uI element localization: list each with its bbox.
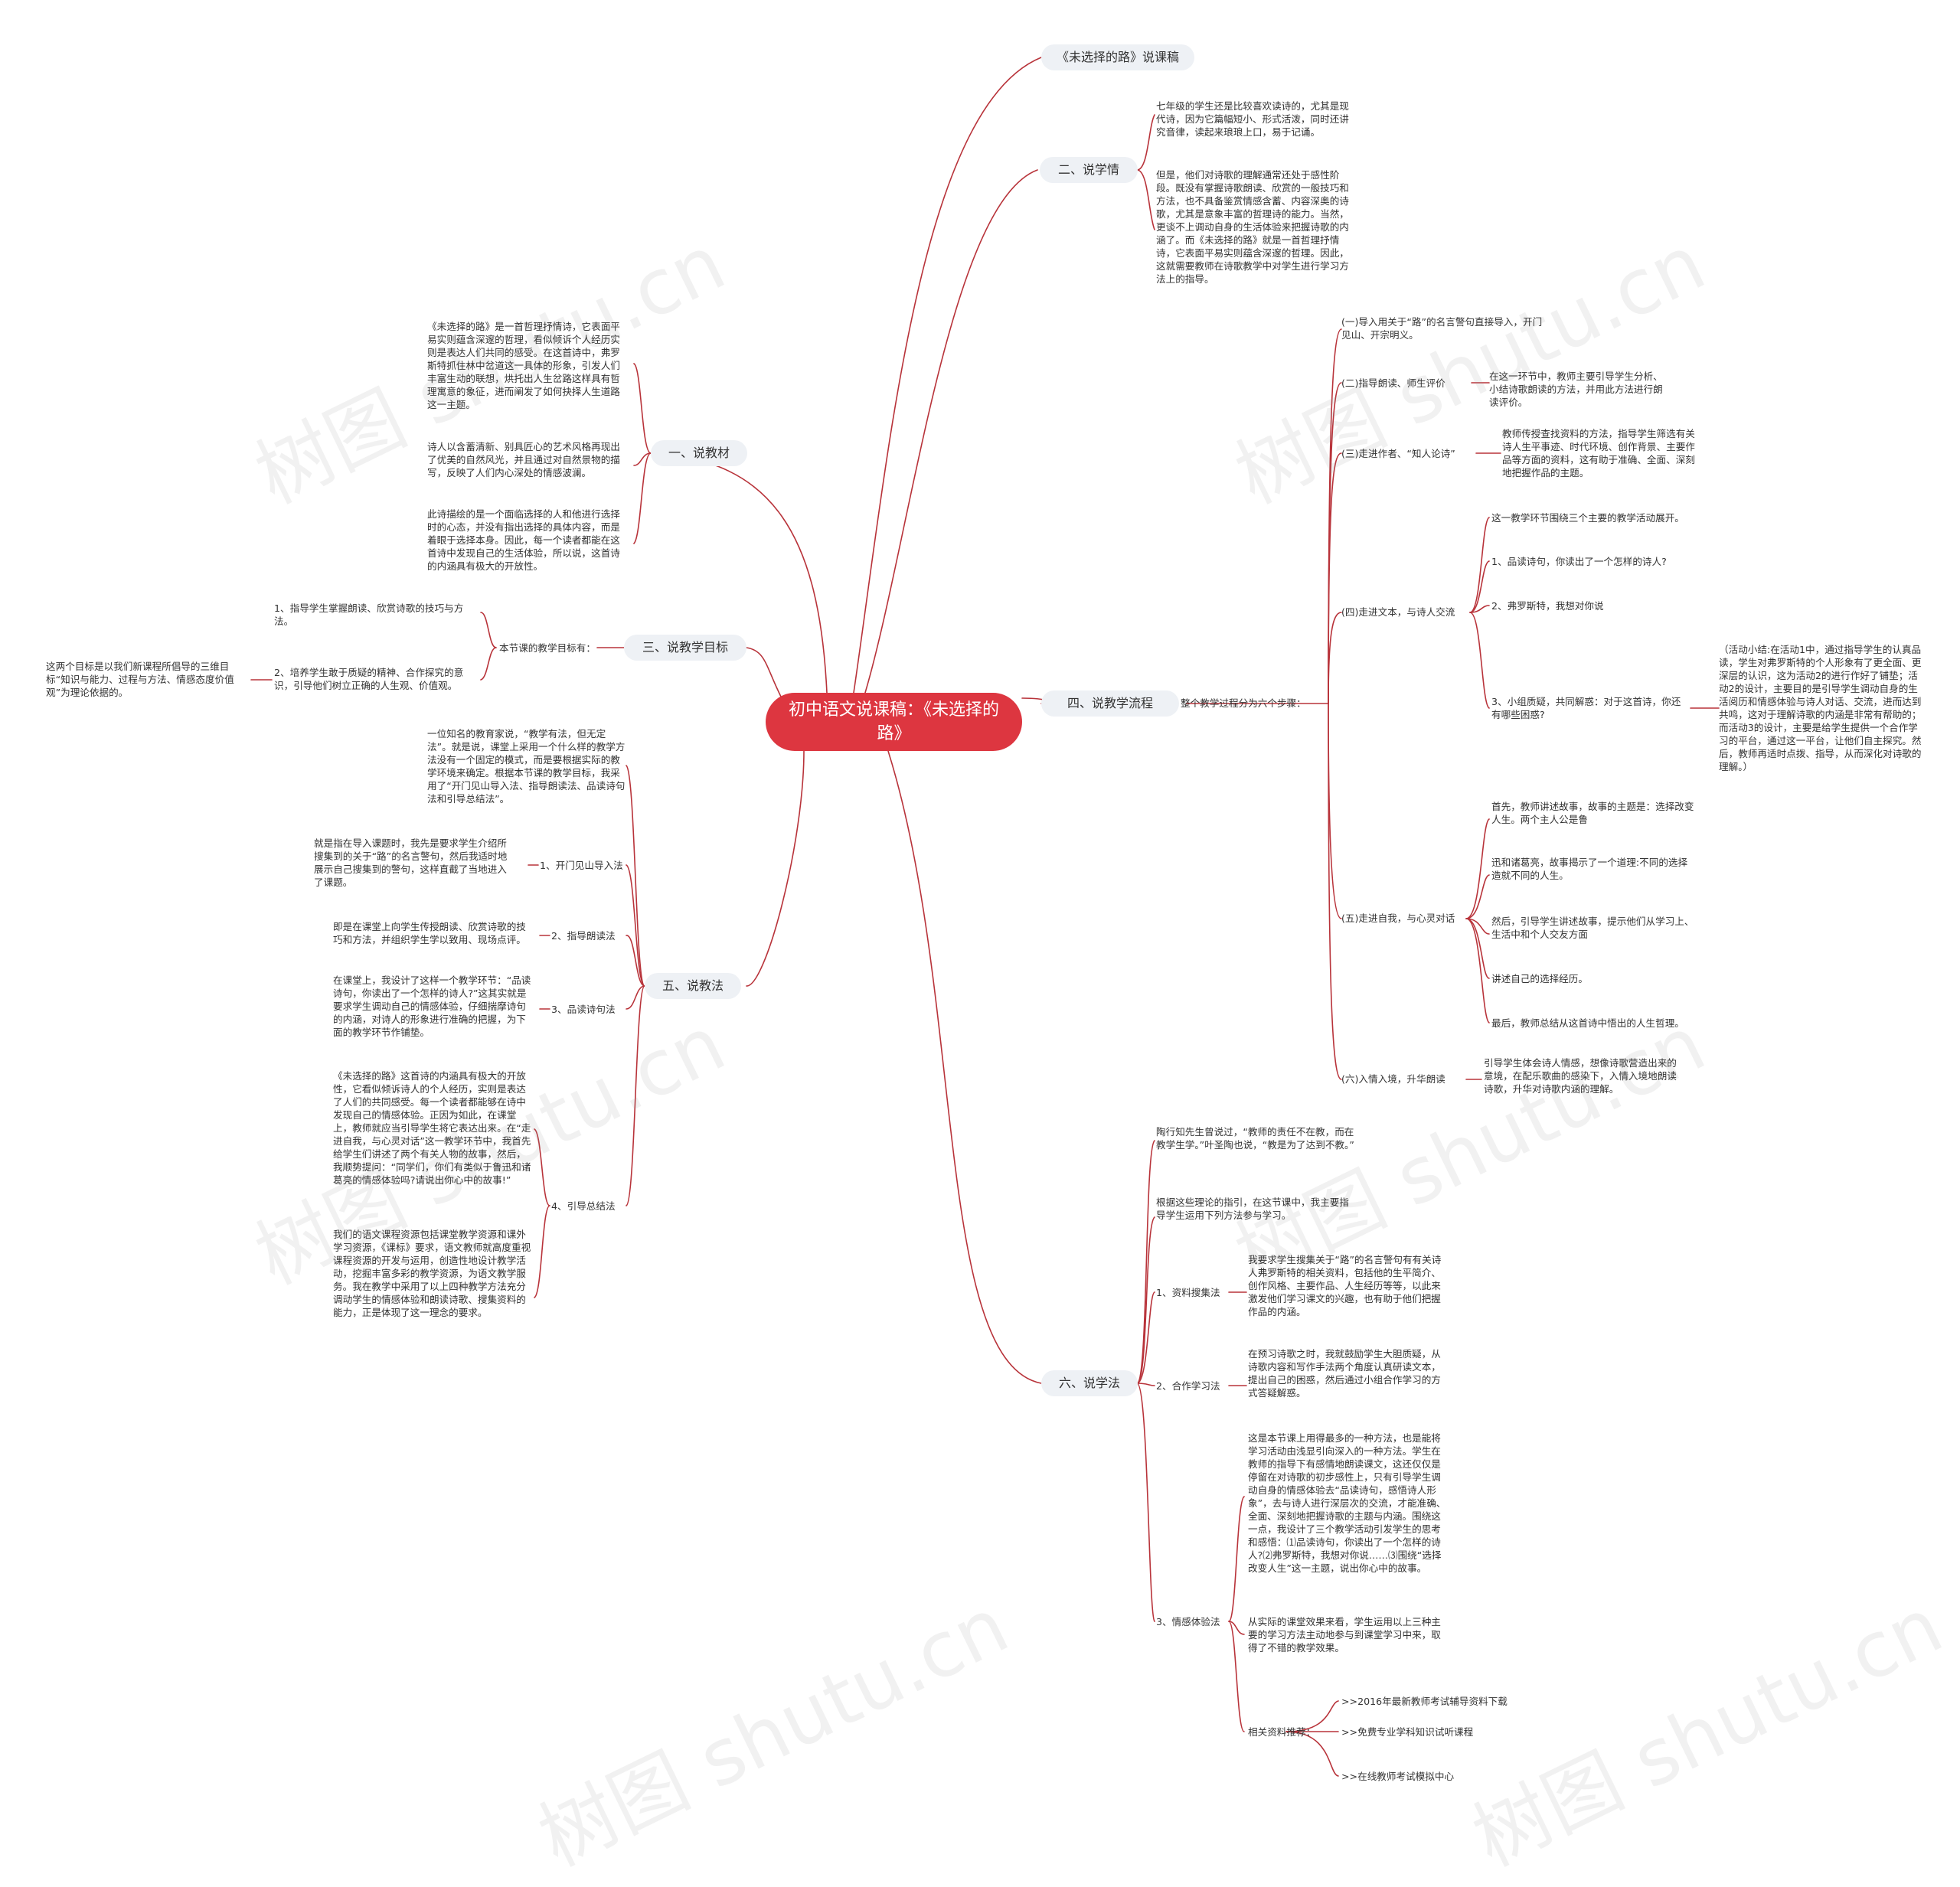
node-title[interactable]: 《未选择的路》说课稿	[1041, 44, 1194, 70]
step-5-c: 然后，引导学生讲述故事，提示他们从学习上、生活中和个人交友方面	[1491, 916, 1694, 940]
step-4-d: 3、小组质疑，共同解惑：对于这首诗，你还有哪些困惑?	[1491, 696, 1681, 720]
jiaofa-method-2-detail: 即是在课堂上向学生传授朗读、欣赏诗歌的技巧和方法，并组织学生学以致用、现场点评。	[333, 921, 526, 945]
node-jiaofa[interactable]: 五、说教法	[645, 973, 741, 999]
xuefa-method-3-detail: 这是本节课上用得最多的一种方法，也是能将学习活动由浅显引向深入的一种方法。学生在…	[1248, 1432, 1446, 1574]
mubiao-note: 这两个目标是以我们新课程所倡导的三维目标“知识与能力、过程与方法、情感态度价值观…	[46, 661, 234, 698]
step-5[interactable]: (五)走进自我，与心灵对话	[1341, 912, 1455, 924]
jiaofa-method-3[interactable]: 3、品读诗句法	[551, 1004, 616, 1015]
xuefa-method-3-result: 从实际的课堂效果来看，学生运用以上三种主要的学习方法主动地参与到课堂学习中来，取…	[1248, 1616, 1441, 1654]
step-4-b: 1、品读诗句，你读出了一个怎样的诗人?	[1491, 556, 1667, 567]
node-xuefa[interactable]: 六、说学法	[1041, 1370, 1138, 1396]
xuefa-method-3[interactable]: 3、情感体验法	[1156, 1616, 1220, 1627]
related-link-3[interactable]: >>在线教师考试模拟中心	[1341, 1771, 1455, 1782]
step-6[interactable]: (六)入情入境，升华朗读	[1341, 1073, 1446, 1085]
node-mubiao[interactable]: 三、说教学目标	[624, 635, 746, 661]
step-4[interactable]: (四)走进文本，与诗人交流	[1341, 606, 1455, 618]
jiaofa-method-4-detail: 《未选择的路》这首诗的内涵具有极大的开放性，它看似倾诉诗人的个人经历，实则是表达…	[333, 1070, 531, 1186]
jiaofa-method-4-summary: 我们的语文课程资源包括课堂教学资源和课外学习资源，《课标》要求，语文教师就高度重…	[333, 1229, 531, 1318]
connector-lines	[250, 57, 1720, 1777]
jiaocai-text-2: 诗人以含蓄清新、别具匠心的艺术风格再现出了优美的自然风光，并且通过对自然景物的描…	[427, 441, 620, 478]
step-2[interactable]: (二)指导朗读、师生评价	[1341, 377, 1446, 389]
step-5-a: 首先，教师讲述故事，故事的主题是：选择改变人生。两个主人公是鲁	[1491, 801, 1694, 825]
xuefa-method-2-detail: 在预习诗歌之时，我就鼓励学生大胆质疑，从诗歌内容和写作手法两个角度认真研读文本，…	[1248, 1348, 1441, 1399]
xuefa-method-1[interactable]: 1、资料搜集法	[1156, 1287, 1220, 1298]
root-title: 初中语文说课稿：《未选择的路》	[789, 700, 1000, 743]
xueqing-text-1: 七年级的学生还是比较喜欢读诗的，尤其是现代诗，因为它篇幅短小、形式活泼，同时还讲…	[1156, 100, 1349, 138]
node-jiaocai[interactable]: 一、说教材	[651, 440, 747, 466]
xuefa-method-1-detail: 我要求学生搜集关于“路”的名言警句有有关诗人弗罗斯特的相关资料，包括他的生平简介…	[1248, 1254, 1442, 1317]
step-3[interactable]: (三)走进作者、“知人论诗”	[1341, 448, 1455, 459]
mubiao-goal-1: 1、指导学生掌握朗读、欣赏诗歌的技巧与方法。	[274, 602, 464, 627]
xuefa-method-2[interactable]: 2、合作学习法	[1156, 1380, 1220, 1392]
jiaocai-text-1: 《未选择的路》是一首哲理抒情诗，它表面平易实则蕴含深邃的哲理，看似倾诉个人经历实…	[427, 321, 620, 410]
related-label: 相关资料推荐：	[1248, 1726, 1316, 1738]
step-1[interactable]: (一)导入用关于“路”的名言警句直接导入，开门见山、开宗明义。	[1341, 316, 1543, 341]
step-4-a: 这一教学环节围绕三个主要的教学活动展开。	[1491, 512, 1684, 524]
root-topic[interactable]: 初中语文说课稿：《未选择的路》	[766, 693, 1022, 751]
related-link-1[interactable]: >>2016年最新教师考试辅导资料下载	[1341, 1696, 1508, 1707]
mubiao-goal-2: 2、培养学生敢于质疑的精神、合作探究的意识，引导他们树立正确的人生观、价值观。	[274, 667, 464, 691]
mubiao-sub: 本节课的教学目标有：	[499, 642, 596, 654]
xuefa-intro-2: 根据这些理论的指引，在这节课中，我主要指导学生运用下列方法参与学习。	[1156, 1197, 1349, 1221]
step-5-d: 讲述自己的选择经历。	[1491, 973, 1588, 984]
xueqing-text-2: 但是，他们对诗歌的理解通常还处于感性阶段。既没有掌握诗歌朗读、欣赏的一般技巧和方…	[1156, 169, 1349, 285]
jiaofa-intro: 一位知名的教育家说，“教学有法，但无定法”。就是说，课堂上采用一个什么样的教学方…	[427, 728, 626, 805]
step-4-c: 2、弗罗斯特，我想对你说	[1491, 600, 1604, 612]
node-xueqing[interactable]: 二、说学情	[1040, 157, 1138, 183]
step-4-summary: （活动小结:在活动1中，通过指导学生的认真品读，学生对弗罗斯特的个人形象有了更全…	[1719, 644, 1922, 772]
step-2-detail: 在这一环节中，教师主要引导学生分析、小结诗歌朗读的方法，并用此方法进行朗读评价。	[1489, 371, 1663, 408]
jiaofa-method-1[interactable]: 1、开门见山导入法	[540, 860, 623, 871]
step-5-b: 迅和诸葛亮，故事揭示了一个道理:不同的选择造就不同的人生。	[1491, 857, 1688, 881]
related-link-2[interactable]: >>免费专业学科知识试听课程	[1341, 1726, 1474, 1738]
xuefa-intro-1: 陶行知先生曾说过，“教师的责任不在教，而在教学生学。”叶圣陶也说，“教是为了达到…	[1156, 1126, 1354, 1151]
step-5-e: 最后，教师总结从这首诗中悟出的人生哲理。	[1491, 1017, 1684, 1029]
step-6-detail: 引导学生体会诗人情感，想像诗歌营造出来的意境，在配乐歌曲的感染下，入情入境地朗读…	[1484, 1057, 1677, 1095]
liucheng-sub: 整个教学过程分为六个步骤：	[1181, 697, 1306, 709]
jiaofa-method-4[interactable]: 4、引导总结法	[551, 1200, 616, 1212]
node-liucheng[interactable]: 四、说教学流程	[1041, 690, 1179, 717]
step-3-detail: 教师传授查找资料的方法，指导学生筛选有关诗人生平事迹、时代环境、创作背景、主要作…	[1502, 428, 1695, 478]
jiaocai-text-3: 此诗描绘的是一个面临选择的人和他进行选择时的心态，并没有指出选择的具体内容，而是…	[427, 508, 620, 572]
jiaofa-method-1-detail: 就是指在导入课题时，我先是要求学生介绍所搜集到的关于“路”的名言警句，然后我适时…	[314, 837, 508, 888]
jiaofa-method-2[interactable]: 2、指导朗读法	[551, 930, 616, 942]
jiaofa-method-3-detail: 在课堂上，我设计了这样一个教学环节：“品读诗句，你读出了一个怎样的诗人?”这其实…	[333, 975, 531, 1038]
